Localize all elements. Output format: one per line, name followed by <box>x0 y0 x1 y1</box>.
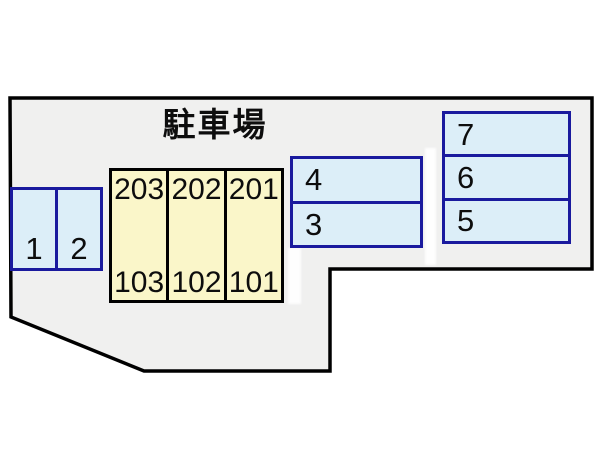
parking-space-2: 2 <box>55 190 100 268</box>
parking-space-4: 4 <box>293 159 420 201</box>
spaces-7-6-5-block: 7 6 5 <box>442 111 571 244</box>
parking-space-6: 6 <box>445 154 568 197</box>
spaces-1-2-block: 1 2 <box>10 187 103 271</box>
unit-column-201-101: 201 101 <box>223 171 281 300</box>
unit-column-203-103: 203 103 <box>112 171 166 300</box>
parking-space-5: 5 <box>445 197 568 241</box>
unit-column-202-102: 202 102 <box>166 171 223 300</box>
parking-space-3: 3 <box>293 200 420 246</box>
space-label-1: 1 <box>25 231 43 266</box>
space-label-5: 5 <box>457 203 475 239</box>
unit-label-201: 201 <box>228 173 279 206</box>
unit-label-203: 203 <box>114 173 165 206</box>
unit-label-202: 202 <box>171 173 222 206</box>
lot-title: 駐車場 <box>162 106 268 143</box>
space-label-6: 6 <box>457 159 475 195</box>
space-label-7: 7 <box>457 116 475 152</box>
erase-artifact <box>288 248 301 304</box>
erase-artifact <box>425 148 436 265</box>
parking-space-1: 1 <box>13 190 55 268</box>
space-label-2: 2 <box>70 231 88 266</box>
space-label-4: 4 <box>305 162 323 198</box>
space-label-3: 3 <box>305 206 323 242</box>
spaces-4-3-block: 4 3 <box>290 156 423 248</box>
unit-label-101: 101 <box>228 266 279 299</box>
unit-label-102: 102 <box>171 266 222 299</box>
parking-space-7: 7 <box>445 114 568 154</box>
two-story-unit-block: 203 103 202 102 201 101 <box>109 168 284 303</box>
unit-label-103: 103 <box>114 266 165 299</box>
